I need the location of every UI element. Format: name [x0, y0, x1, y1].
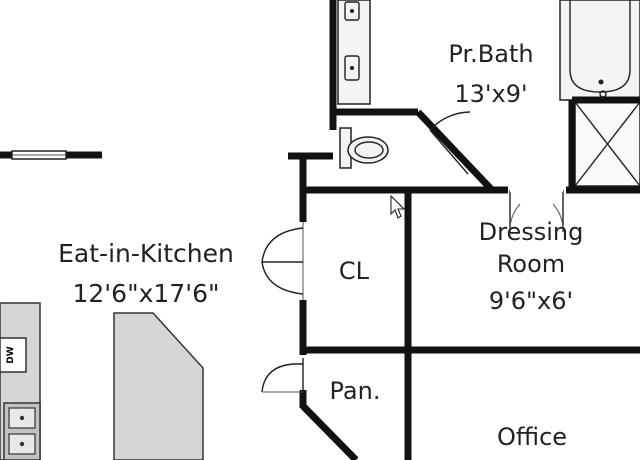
toilet: [339, 127, 389, 169]
door-pantry: [261, 358, 306, 393]
room-label-office: Office: [497, 423, 567, 451]
door-bath: [429, 111, 471, 175]
room-label-dressing-line2: Room: [497, 250, 565, 278]
room-size-dressing: 9'6"x6': [489, 287, 573, 315]
vanity: [337, 0, 371, 105]
shower: [574, 101, 640, 187]
door-dressing: [509, 186, 564, 233]
window: [0, 150, 102, 160]
room-label-bath: Pr.Bath: [448, 40, 533, 68]
mouse-cursor-icon: [390, 194, 406, 219]
room-label-pantry: Pan.: [330, 377, 381, 405]
door-closet: [261, 222, 306, 300]
bathtub: [559, 0, 640, 101]
kitchen-sink: [3, 402, 41, 460]
walls: [288, 0, 640, 460]
room-label-closet: CL: [339, 257, 370, 285]
room-label-kitchen: Eat-in-Kitchen: [58, 239, 234, 268]
kitchen-island: [113, 312, 204, 460]
room-size-bath: 13'x9': [454, 80, 527, 108]
dishwasher-label: DW: [6, 346, 16, 363]
room-size-kitchen: 12'6"x17'6": [73, 279, 220, 308]
room-label-dressing-line1: Dressing: [479, 218, 584, 246]
